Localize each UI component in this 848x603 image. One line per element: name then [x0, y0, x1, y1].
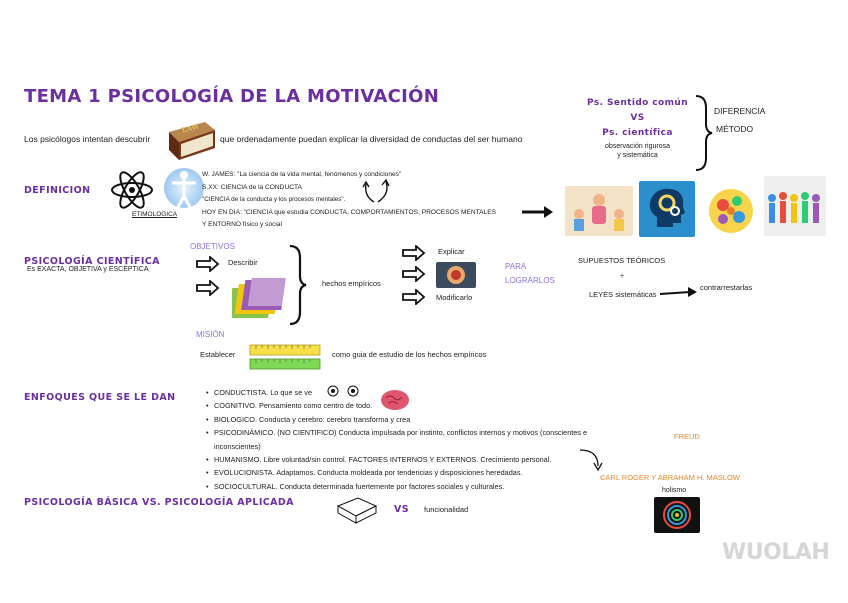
holismo-label: holismo — [662, 486, 686, 495]
arrow-outline-icon — [196, 256, 220, 277]
funcionalidad-label: funcionalidad — [424, 505, 468, 514]
enfoque-item-biologico: BIOLOGICO. Conducta y cerebro: cerebro t… — [214, 413, 625, 426]
basica-vs-label: VS — [394, 504, 409, 515]
curved-arrow-icon — [360, 178, 394, 211]
people-figures-image — [764, 176, 826, 236]
metodo-label: MÉTODO — [716, 124, 753, 134]
freud-label: FREUD — [674, 432, 700, 441]
cientifica-subtitle: Es EXACTA, OBJETIVA y ESCÉPTICA — [27, 266, 149, 274]
law-book-image: LAW — [165, 118, 217, 162]
arrow-outline-icon — [196, 280, 220, 301]
holismo-image — [654, 497, 700, 533]
enfoque-item-conductista: CONDUCTISTA. Lo que se ve — [214, 386, 625, 399]
right-arrow-icon — [520, 205, 554, 224]
note-sistematica: y sistemática — [585, 151, 690, 160]
brain-hands-image — [436, 262, 476, 288]
comparison-brace — [694, 94, 714, 177]
teacher-children-image — [565, 186, 633, 236]
right-arrow-icon — [658, 286, 698, 305]
intro-text-before: Los psicólogos intentan descubrir — [24, 134, 150, 144]
etimologica-label: ETIMOLOGICA — [132, 211, 177, 219]
leyes-label: LEYES sistemáticas — [589, 290, 657, 299]
mision-label: MISIÓN — [196, 330, 224, 339]
enfoques-list: CONDUCTISTA. Lo que se ve COGNITIVO. Pen… — [205, 386, 625, 493]
sentido-comun-label: Ps. Sentido común — [585, 98, 690, 108]
atom-icon — [110, 168, 154, 212]
objetivos-label: OBJETIVOS — [190, 242, 235, 251]
objetivos-brace — [288, 244, 308, 331]
rulers-image — [248, 343, 322, 371]
arrow-outline-icon — [402, 266, 426, 287]
vs-label: VS — [585, 113, 690, 123]
para-label: PARA — [505, 262, 526, 271]
definicion-heading: DEFINICION — [24, 185, 90, 196]
enfoque-item-evolucionista: EVOLUCIONISTA. Adaptamos. Conducta molde… — [214, 466, 625, 479]
contrarrestarlas-label: contrarrestarlas — [700, 283, 752, 292]
note-observacion: observación rigurosa — [585, 142, 690, 151]
arrow-outline-icon — [402, 289, 426, 310]
plus-label: + — [620, 272, 624, 281]
colorful-head-image — [705, 185, 757, 237]
guia-label: como guia de estudio de los hechos empír… — [332, 350, 486, 359]
page-title: TEMA 1 PSICOLOGÍA DE LA MOTIVACIÓN — [24, 86, 439, 107]
brain-icon — [380, 388, 410, 417]
human-figure-image — [164, 166, 204, 212]
basica-heading: PSICOLOGÍA BÁSICA VS. PSICOLOGÍA APLICAD… — [24, 497, 294, 508]
explicar-label: Explicar — [438, 247, 465, 256]
watermark: WUOLAH — [722, 540, 829, 565]
intro-text-after: que ordenadamente puedan explicar la div… — [220, 134, 522, 144]
eyes-icon — [325, 384, 365, 403]
hechos-empiricos-label: hechos empíricos — [322, 279, 381, 288]
cientifica-label: Ps. científica — [585, 128, 690, 138]
enfoque-item-cognitivo: COGNITIVO. Pensamiento como centro de to… — [214, 399, 625, 412]
enfoque-item-humanismo: HUMANISMO. Libre voluntad/sin control. F… — [214, 453, 625, 466]
supuestos-label: SUPUESTOS TEÓRICOS — [578, 256, 665, 265]
rogers-maslow-label: CARL ROGER Y ABRAHAM H. MASLOW — [600, 473, 740, 482]
arrow-outline-icon — [402, 245, 426, 266]
enfoque-item-sociocultural: SOCIOCULTURAL. Conducta determinada fuer… — [214, 480, 625, 493]
enfoques-heading: ENFOQUES QUE SE LE DAN — [24, 392, 176, 403]
head-gears-image — [639, 181, 695, 237]
describir-label: Describir — [228, 258, 258, 267]
enfoque-item-psicodinamico: PSICODINÁMICO. (NO CIENTIFICO) Conducta … — [214, 426, 625, 453]
folders-image — [232, 276, 290, 324]
establecer-label: Establecer — [200, 350, 235, 359]
book-sketch-icon — [334, 496, 380, 526]
lograrlos-label: LOGRARLOS — [505, 276, 555, 285]
diferencia-label: DIFERENCIA — [714, 106, 765, 116]
comparison-block: Ps. Sentido común VS Ps. científica obse… — [585, 98, 690, 160]
definicion-line-5: Y ENTORNO físico y social — [202, 219, 527, 232]
modificarlo-label: Modificarlo — [436, 293, 472, 302]
